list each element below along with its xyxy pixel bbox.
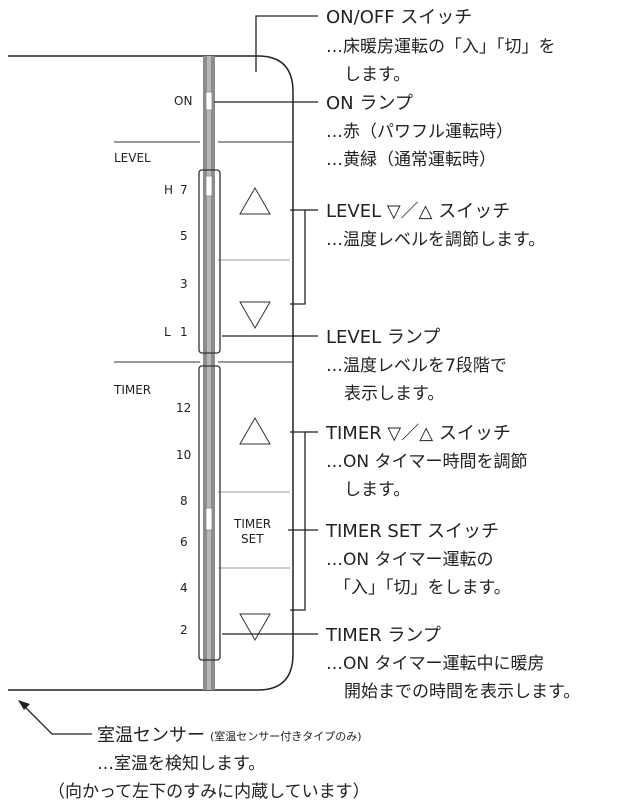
level-tick-5: 5 (180, 229, 188, 243)
timer-tick-10: 10 (176, 448, 191, 462)
level-tick-l: L (164, 325, 171, 339)
timer-set-label: TIMER (233, 517, 271, 531)
onoff-switch-desc: します。 (344, 65, 410, 85)
timer-lamp-desc: …ON タイマー運転中に暖房 (326, 654, 545, 674)
panel-outline (8, 55, 294, 691)
room-sensor-desc: （向かって左下のすみに内蔵しています） (48, 782, 370, 802)
level-tick-3: 3 (180, 277, 188, 291)
timer-lamp-indicator (205, 507, 213, 531)
timer-set-label: SET (241, 532, 264, 546)
level-lamp-frame (198, 169, 221, 354)
timer-tick-8: 8 (180, 494, 188, 508)
timer-label: TIMER (113, 383, 151, 397)
timer-switch-desc: …ON タイマー時間を調節 (326, 452, 528, 472)
level-lamp-desc: …温度レベルを7段階で (326, 356, 507, 376)
on-label: ON (174, 94, 192, 108)
level-label: LEVEL (114, 151, 151, 165)
level-lamp-desc: 表示します。 (344, 384, 444, 404)
center-strip-highlight (207, 56, 211, 690)
level-tick-1: 1 (180, 325, 188, 339)
timer-set-button[interactable] (222, 496, 288, 566)
level-lamp-title: LEVEL ランプ (326, 327, 440, 348)
timer-set-switch-title: TIMER SET スイッチ (325, 521, 499, 542)
timer-tick-6: 6 (180, 535, 188, 549)
level-switch-title: LEVEL ▽／△ スイッチ (326, 201, 510, 222)
on-lamp-desc: …赤（パワフル運転時） (326, 122, 513, 142)
room-sensor-note: (室温センサー付きタイプのみ) (210, 729, 362, 743)
timer-switch-desc: します。 (344, 480, 410, 500)
on-lamp-title: ON ランプ (326, 93, 413, 114)
on-lamp (205, 91, 213, 111)
timer-lamp-title: TIMER ランプ (325, 625, 441, 646)
level-lamp-indicator (205, 175, 213, 197)
onoff-switch[interactable] (220, 58, 290, 140)
on-lamp-desc: …黄緑（通常運転時） (326, 150, 496, 170)
onoff-switch-title: ON/OFF スイッチ (326, 7, 472, 28)
level-up-button[interactable] (239, 186, 271, 215)
timer-tick-12: 12 (176, 401, 191, 415)
timer-switch-title: TIMER ▽／△ スイッチ (325, 423, 511, 444)
timer-lamp-desc: 開始までの時間を表示します。 (344, 682, 580, 702)
timer-tick-2: 2 (180, 623, 188, 637)
level-tick-7: 7 (180, 183, 188, 197)
onoff-switch-desc: …床暖房運転の「入」「切」を (326, 37, 556, 57)
room-sensor-title: 室温センサー (97, 725, 205, 746)
timer-tick-4: 4 (180, 581, 188, 595)
timer-down-button[interactable] (239, 613, 271, 642)
sensor-arrow-head (18, 700, 30, 710)
timer-up-button[interactable] (239, 416, 271, 445)
timer-set-switch-desc: …ON タイマー運転の (326, 550, 494, 570)
leader-lines (19, 15, 318, 735)
room-sensor-desc: …室温を検知します。 (97, 754, 265, 774)
level-tick-h: H (164, 183, 173, 197)
timer-set-switch-desc: 「入」「切」をします。 (334, 578, 511, 598)
level-switch-desc: …温度レベルを調節します。 (326, 230, 545, 250)
timer-lamp-frame (198, 365, 221, 661)
level-down-button[interactable] (239, 301, 271, 330)
